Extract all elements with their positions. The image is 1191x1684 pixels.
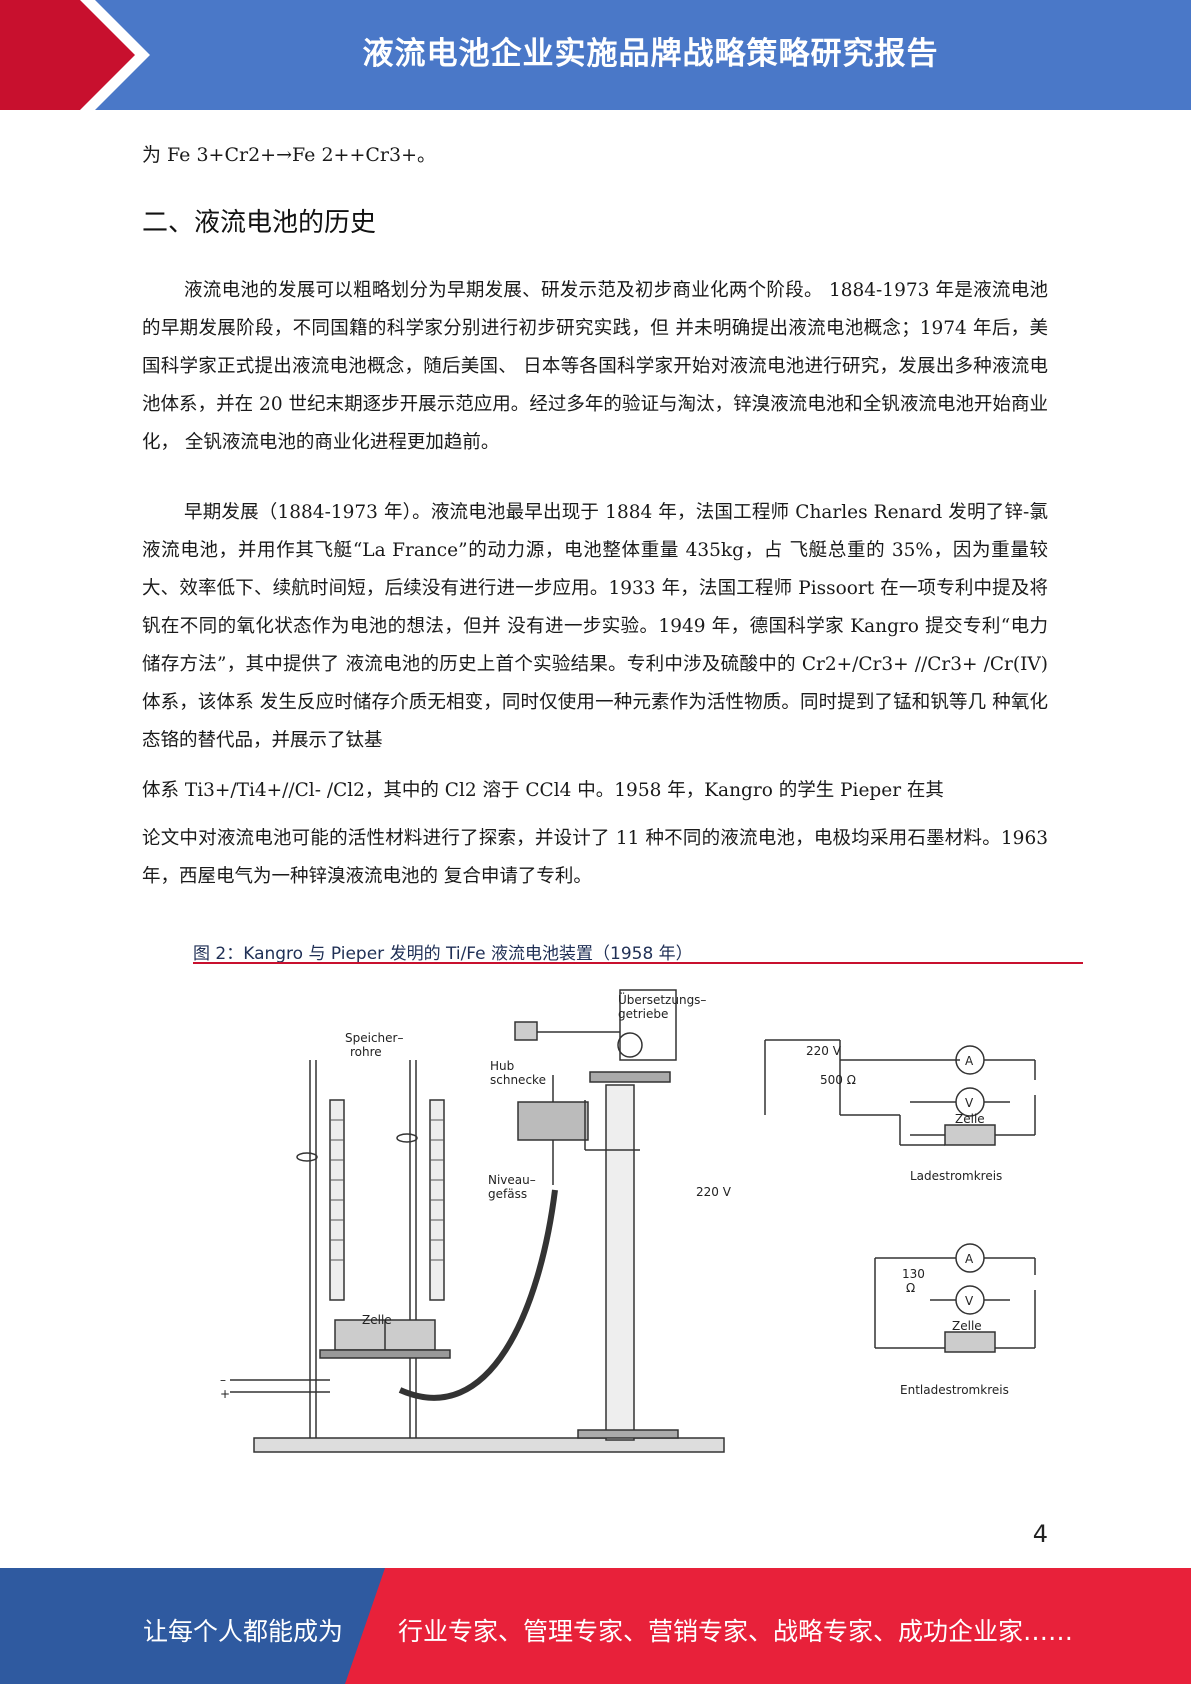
connecting-hose <box>398 1189 558 1401</box>
label-220v-main: 220 V <box>696 1185 732 1199</box>
label-500-ohm: 500 Ω <box>820 1073 856 1087</box>
paragraph-early-development-continued: 体系 Ti3+/Ti4+//Cl- /Cl2，其中的 Cl2 溶于 CCl4 中… <box>142 780 944 801</box>
paragraph-early-development-end: 论文中对液流电池可能的活性材料进行了探索，并设计了 11 种不同的液流电池，电极… <box>142 828 1048 887</box>
gear-box <box>619 989 677 1061</box>
label-entladestromkreis: Entladestromkreis <box>900 1383 1009 1397</box>
label-gefaess: gefäss <box>488 1187 527 1201</box>
paragraph-early-development: 早期发展（1884-1973 年）。液流电池最早出现于 1884 年，法国工程师… <box>142 502 1048 751</box>
label-130: 130 <box>902 1267 925 1281</box>
label-uebersetzungs: Übersetzungs– <box>618 991 706 1007</box>
label-zelle: Zelle <box>362 1313 392 1327</box>
discharging-circuit <box>874 1243 1036 1353</box>
ammeter-symbol: A <box>965 1054 974 1068</box>
caption-divider <box>193 962 1083 964</box>
intro-formula-line: 为 Fe 3+Cr2+→Fe 2++Cr3+。 <box>142 144 437 166</box>
label-schnecke: schnecke <box>490 1073 546 1087</box>
paragraph-history-overview: 液流电池的发展可以粗略划分为早期发展、研发示范及初步商业化两个阶段。 1884-… <box>142 280 1048 453</box>
electrode-minus: – <box>220 1373 226 1387</box>
label-ohm: Ω <box>906 1281 915 1295</box>
footer-slogan-right: 行业专家、管理专家、营销专家、战略专家、成功企业家…… <box>398 1617 1074 1646</box>
header-bar <box>0 0 1191 110</box>
label-hub: Hub <box>490 1059 514 1073</box>
charging-circuit <box>764 1039 1036 1146</box>
electrode-plus: + <box>220 1387 230 1401</box>
page-number: 4 <box>1032 1520 1048 1548</box>
label-speicher: Speicher– <box>345 1031 403 1045</box>
label-ladestromkreis: Ladestromkreis <box>910 1169 1002 1183</box>
footer-banner <box>0 1568 1191 1684</box>
label-getriebe: getriebe <box>618 1007 668 1021</box>
footer-slogan-left: 让每个人都能成为 <box>143 1617 344 1646</box>
label-220v: 220 V <box>806 1044 842 1058</box>
battery-apparatus-diagram: Speicher– rohre Hub schnecke Übersetzung… <box>220 989 1036 1453</box>
header-arrow-decoration <box>0 0 150 110</box>
section-heading: 二、液流电池的历史 <box>142 208 377 238</box>
base-plate <box>253 1437 725 1453</box>
voltmeter-symbol: V <box>965 1096 974 1110</box>
label-zelle-discharge: Zelle <box>952 1319 982 1333</box>
level-vessel <box>517 1101 589 1141</box>
figure-caption: 图 2：Kangro 与 Pieper 发明的 Ti/Fe 液流电池装置（195… <box>193 944 693 964</box>
ammeter-symbol-2: A <box>965 1252 974 1266</box>
support-column <box>605 1084 635 1441</box>
label-niveau: Niveau– <box>488 1173 536 1187</box>
label-rohre: rohre <box>350 1045 382 1059</box>
report-title: 液流电池企业实施品牌战略策略研究报告 <box>362 36 939 72</box>
label-zelle-charge: Zelle <box>955 1112 985 1126</box>
voltmeter-symbol-2: V <box>965 1294 974 1308</box>
